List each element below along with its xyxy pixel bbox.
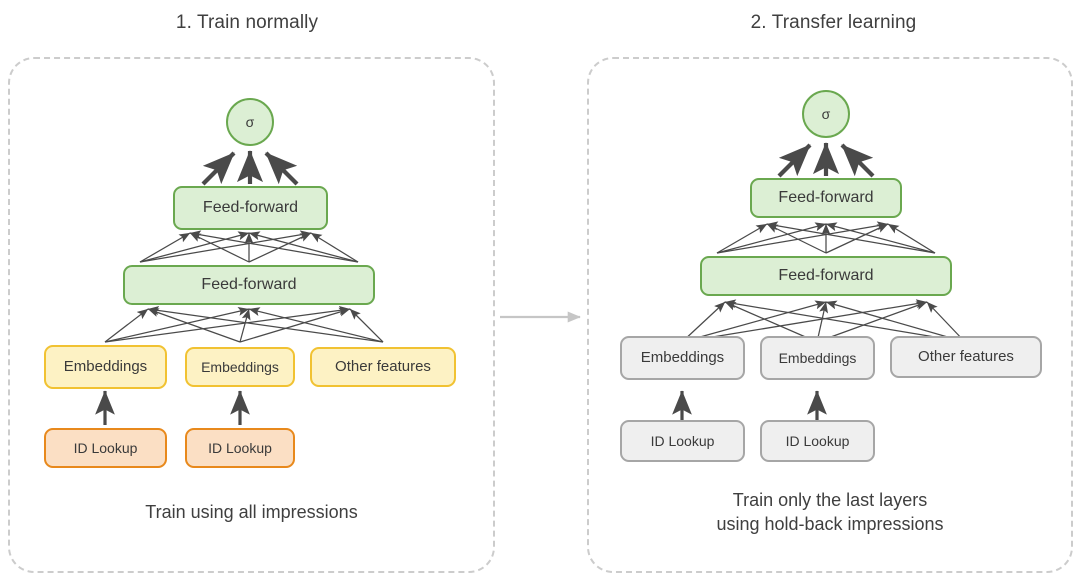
other-features-box-right: Other features: [890, 336, 1042, 378]
caption-right: Train only the last layers using hold-ba…: [716, 490, 944, 535]
id-lookup-box-left-2: ID Lookup: [185, 428, 295, 468]
panel-transfer-learning: [587, 57, 1073, 573]
panel-title-transfer-learning: 2. Transfer learning: [750, 12, 917, 33]
embeddings-box-right-1: Embeddings: [620, 336, 745, 380]
feed-forward-wide-right: Feed-forward: [700, 256, 952, 296]
panel-train-normally: [8, 57, 495, 573]
embeddings-box-right-2: Embeddings: [760, 336, 875, 380]
id-lookup-box-right-1: ID Lookup: [620, 420, 745, 462]
feed-forward-wide-left: Feed-forward: [123, 265, 375, 305]
panel-title-train-normally: 1. Train normally: [175, 12, 319, 33]
embeddings-box-left-1: Embeddings: [44, 345, 167, 389]
feed-forward-top-left: Feed-forward: [173, 186, 328, 230]
feed-forward-top-right: Feed-forward: [750, 178, 902, 218]
other-features-box-left: Other features: [310, 347, 456, 387]
embeddings-box-left-2: Embeddings: [185, 347, 295, 387]
id-lookup-box-right-2: ID Lookup: [760, 420, 875, 462]
output-sigma-node-left: σ: [226, 98, 274, 146]
sigma-label: σ: [245, 114, 255, 130]
sigma-label: σ: [821, 106, 831, 122]
caption-left: Train using all impressions: [145, 502, 358, 522]
output-sigma-node-right: σ: [802, 90, 850, 138]
id-lookup-box-left-1: ID Lookup: [44, 428, 167, 468]
